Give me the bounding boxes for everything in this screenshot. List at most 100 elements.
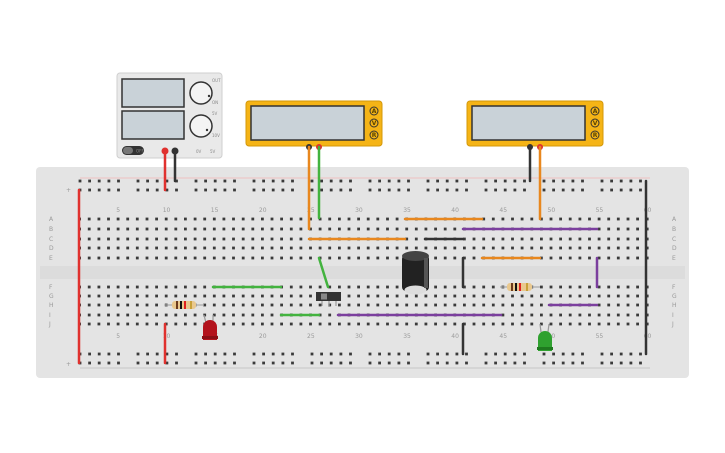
breadboard-hole[interactable] (386, 322, 389, 326)
breadboard-hole[interactable] (184, 322, 187, 326)
breadboard-hole[interactable] (494, 352, 497, 356)
breadboard-hole[interactable] (87, 322, 91, 326)
breadboard-hole[interactable] (135, 313, 139, 317)
breadboard-hole[interactable] (329, 188, 333, 192)
breadboard-hole[interactable] (194, 352, 198, 356)
breadboard-hole[interactable] (629, 361, 633, 365)
breadboard-hole[interactable] (116, 303, 120, 307)
breadboard-hole[interactable] (424, 303, 428, 307)
breadboard-hole[interactable] (378, 352, 381, 356)
breadboard-hole[interactable] (501, 237, 505, 241)
breadboard-hole[interactable] (571, 188, 575, 192)
breadboard-hole[interactable] (309, 322, 312, 326)
breadboard-hole[interactable] (455, 361, 459, 365)
breadboard-hole[interactable] (443, 246, 447, 250)
breadboard-hole[interactable] (126, 217, 130, 221)
breadboard-hole[interactable] (349, 188, 352, 192)
breadboard-hole[interactable] (145, 217, 149, 221)
breadboard-hole[interactable] (530, 303, 534, 307)
breadboard-hole[interactable] (299, 256, 303, 260)
breadboard-hole[interactable] (223, 188, 227, 192)
breadboard-hole[interactable] (405, 237, 409, 241)
breadboard-hole[interactable] (491, 303, 495, 307)
breadboard-hole[interactable] (251, 227, 255, 231)
breadboard-hole[interactable] (175, 361, 178, 365)
breadboard-hole[interactable] (135, 285, 139, 289)
breadboard-hole[interactable] (135, 217, 139, 221)
breadboard-hole[interactable] (299, 322, 303, 326)
breadboard-hole[interactable] (289, 237, 293, 241)
breadboard-hole[interactable] (578, 256, 582, 260)
breadboard-hole[interactable] (116, 256, 120, 260)
breadboard-hole[interactable] (453, 256, 457, 260)
breadboard-hole[interactable] (540, 285, 543, 289)
breadboard-hole[interactable] (465, 179, 468, 183)
breadboard-hole[interactable] (542, 179, 546, 183)
breadboard-hole[interactable] (328, 285, 332, 289)
breadboard-hole[interactable] (511, 322, 514, 326)
breadboard-hole[interactable] (387, 352, 391, 356)
breadboard-hole[interactable] (164, 285, 168, 289)
multimeter-1-button-r[interactable] (369, 130, 379, 140)
multimeter-2-button-v[interactable] (590, 118, 600, 128)
breadboard-hole[interactable] (175, 179, 178, 183)
led-green[interactable] (537, 323, 553, 351)
breadboard-hole[interactable] (453, 294, 457, 298)
breadboard-hole[interactable] (357, 256, 360, 260)
breadboard-hole[interactable] (636, 294, 639, 298)
breadboard-hole[interactable] (203, 294, 207, 298)
breadboard-hole[interactable] (193, 227, 197, 231)
breadboard-hole[interactable] (607, 246, 611, 250)
breadboard-hole[interactable] (291, 352, 294, 356)
breadboard-hole[interactable] (107, 227, 110, 231)
breadboard-hole[interactable] (386, 285, 389, 289)
breadboard-hole[interactable] (626, 256, 630, 260)
breadboard-hole[interactable] (540, 303, 543, 307)
breadboard-hole[interactable] (607, 237, 611, 241)
breadboard-hole[interactable] (639, 179, 642, 183)
breadboard-hole[interactable] (581, 179, 584, 183)
breadboard-hole[interactable] (568, 285, 572, 289)
breadboard-hole[interactable] (222, 227, 226, 231)
breadboard-hole[interactable] (588, 246, 591, 250)
breadboard-hole[interactable] (117, 188, 120, 192)
breadboard-hole[interactable] (280, 217, 283, 221)
breadboard-hole[interactable] (320, 361, 323, 365)
psu-knob-current[interactable] (189, 114, 213, 138)
breadboard-hole[interactable] (482, 294, 486, 298)
breadboard-hole[interactable] (145, 303, 149, 307)
breadboard-hole[interactable] (233, 361, 236, 365)
breadboard-hole[interactable] (241, 303, 245, 307)
breadboard-hole[interactable] (472, 285, 476, 289)
breadboard-hole[interactable] (619, 179, 623, 183)
breadboard-hole[interactable] (320, 188, 323, 192)
breadboard-hole[interactable] (117, 361, 120, 365)
breadboard-hole[interactable] (523, 188, 526, 192)
breadboard-hole[interactable] (261, 217, 264, 221)
breadboard-hole[interactable] (145, 256, 149, 260)
breadboard-hole[interactable] (578, 285, 582, 289)
breadboard-hole[interactable] (252, 352, 256, 356)
breadboard-hole[interactable] (616, 303, 620, 307)
breadboard-hole[interactable] (540, 294, 543, 298)
breadboard-hole[interactable] (328, 246, 332, 250)
breadboard-hole[interactable] (426, 188, 430, 192)
breadboard-hole[interactable] (164, 294, 168, 298)
breadboard-hole[interactable] (520, 217, 524, 221)
breadboard-hole[interactable] (501, 303, 505, 307)
breadboard-hole[interactable] (600, 188, 604, 192)
breadboard-hole[interactable] (511, 294, 514, 298)
breadboard-hole[interactable] (366, 217, 370, 221)
breadboard-hole[interactable] (559, 322, 562, 326)
breadboard-hole[interactable] (116, 313, 120, 317)
breadboard-hole[interactable] (407, 188, 410, 192)
breadboard-hole[interactable] (328, 303, 332, 307)
breadboard-hole[interactable] (280, 246, 283, 250)
breadboard-hole[interactable] (520, 303, 524, 307)
breadboard-hole[interactable] (578, 217, 582, 221)
breadboard-hole[interactable] (513, 188, 517, 192)
breadboard-hole[interactable] (289, 294, 293, 298)
breadboard-hole[interactable] (607, 313, 611, 317)
breadboard-hole[interactable] (291, 179, 294, 183)
breadboard-hole[interactable] (203, 285, 207, 289)
